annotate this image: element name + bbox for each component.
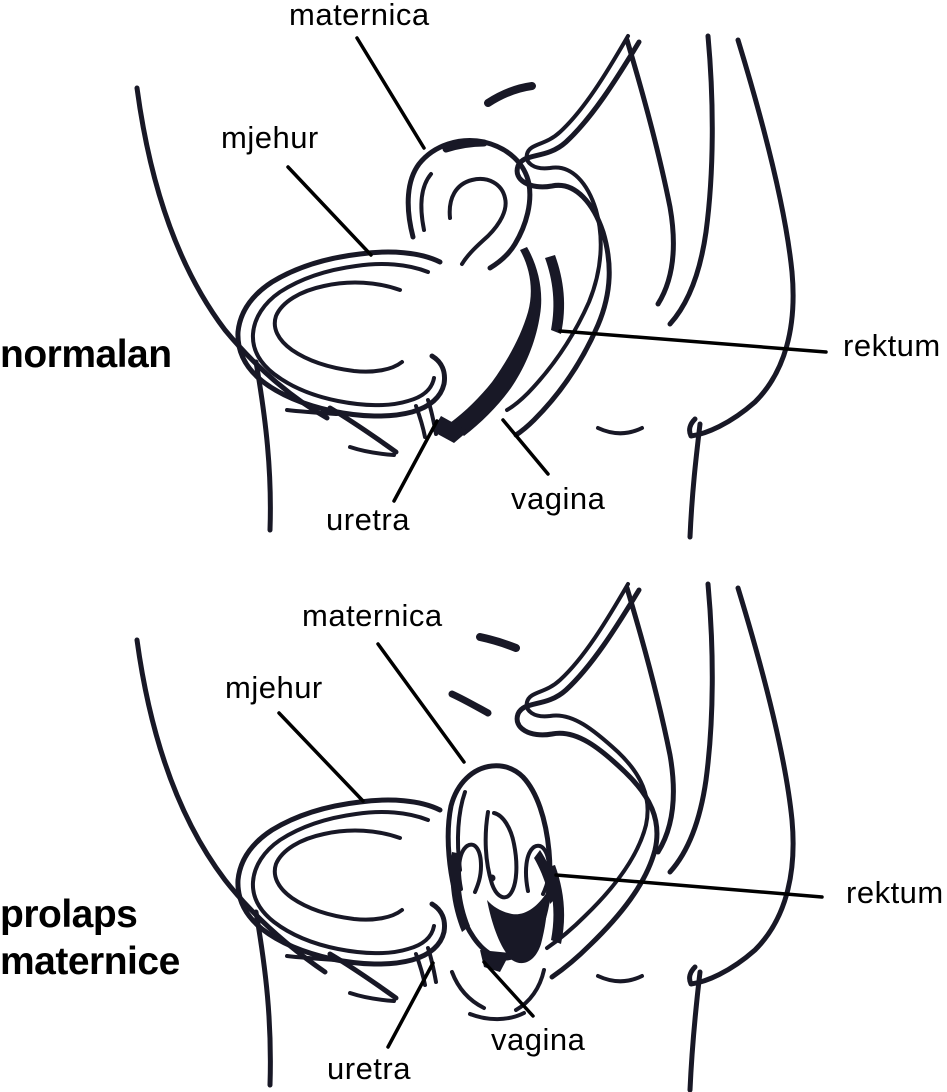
normal-rectum-wall-inner: [505, 34, 630, 412]
prolapse-bladder-outline: [235, 797, 447, 967]
normal-introitus-shadow: [432, 416, 468, 443]
prolapse-vagina-leader-line: [482, 960, 535, 1018]
bladder-label-prolapse: mjehur: [225, 670, 323, 705]
prolapse-perineum-line-3: [348, 991, 396, 1003]
vagina-label-normal: vagina: [511, 481, 606, 516]
normal-uterus-cavity: [447, 177, 508, 266]
prolapse-vagina-black-sliver-right: [534, 850, 557, 904]
uterus-label-prolapse: maternica: [302, 598, 443, 633]
normal-uterus-inner-wall: [419, 172, 433, 232]
normal-bladder-leader-line: [286, 165, 373, 257]
figure-title-line: prolaps: [0, 893, 138, 936]
normal-bladder-fold: [272, 280, 404, 374]
normal-urethra-wall-2: [414, 404, 427, 439]
prolapse-tube-tick-1: [476, 633, 520, 652]
prolapse-outlet-arc-right: [514, 968, 546, 1012]
prolapse-bladder-leader-line: [277, 711, 365, 803]
figure-normal-drawing: [134, 33, 796, 540]
normal-abdomen-outline: [134, 85, 330, 421]
normal-tube-tick-1: [484, 82, 536, 107]
normal-bladder-inner-wall: [250, 262, 436, 408]
vagina-label-prolapse: vagina: [491, 1022, 586, 1057]
prolapse-rectum-wall-inner: [524, 582, 650, 950]
normal-buttock-inner-curve: [667, 33, 715, 327]
normal-urethra-leader-line: [392, 419, 439, 503]
normal-thigh-crease-line: [253, 359, 273, 533]
bladder-label-normal: mjehur: [221, 120, 319, 155]
prolapse-uterus-cavity: [483, 810, 519, 900]
prolapse-tube-tick-2: [448, 690, 492, 717]
prolapse-outlet-arc-left: [450, 970, 486, 1010]
figure-title-line: maternice: [0, 940, 180, 983]
normal-rectum-wall-outer: [513, 39, 642, 438]
rectum-label-normal: rektum: [843, 328, 941, 363]
leader-lines: [277, 36, 828, 1049]
prolapse-thigh-crease-line: [253, 909, 273, 1088]
normal-uterus-outline: [405, 138, 533, 271]
prolapse-vagina-black-mass: [487, 892, 548, 964]
normal-urethra-wall-1: [426, 398, 438, 436]
prolapse-rectum-shadow: [545, 865, 565, 944]
figure-prolapse-drawing: [134, 581, 796, 1092]
figure-title-prolapse: prolaps maternice: [0, 891, 180, 985]
urethra-label-prolapse: uretra: [327, 1051, 411, 1086]
prolapse-thigh-back-line: [687, 969, 703, 1092]
normal-bladder-outline: [235, 249, 447, 419]
prolapse-urethra-leader-line: [386, 961, 435, 1049]
normal-thigh-back-line: [687, 421, 703, 540]
prolapse-vagina-black-sliver-left: [450, 852, 470, 932]
normal-anus-line: [596, 426, 644, 436]
prolapse-buttock-inner-curve: [667, 581, 715, 875]
prolapse-anus-line: [596, 974, 644, 984]
prolapse-uterus-leader-line: [376, 642, 466, 764]
prolapse-cervix-dot: [488, 874, 496, 882]
prolapse-outlet-lip: [468, 1011, 526, 1022]
rectum-label-prolapse: rektum: [846, 875, 944, 910]
uterus-label-normal: maternica: [289, 0, 430, 32]
normal-buttock-outline: [687, 37, 796, 439]
prolapse-sacrum-curve: [624, 585, 676, 855]
prolapse-bladder-inner-wall: [250, 810, 436, 956]
normal-vagina-lumen: [450, 247, 542, 436]
prolapse-rectum-wall-outer: [514, 587, 660, 980]
prolapse-fornix-loop-left: [457, 842, 483, 894]
normal-rectum-leader-line: [558, 329, 828, 354]
normal-perineum-line-3: [348, 445, 396, 457]
prolapse-bladder-fold: [272, 828, 404, 922]
prolapse-buttock-outline: [687, 585, 796, 987]
normal-sacrum-curve: [624, 37, 676, 307]
figure-title-line: normalan: [0, 333, 172, 376]
urethra-label-normal: uretra: [326, 502, 410, 537]
normal-vagina-leader-line: [501, 418, 550, 476]
prolapse-rectum-leader-line: [554, 873, 824, 899]
normal-uterus-leader-line: [355, 36, 426, 150]
figure-title-normal: normalan: [0, 331, 172, 378]
normal-rectum-shadow: [545, 255, 565, 334]
